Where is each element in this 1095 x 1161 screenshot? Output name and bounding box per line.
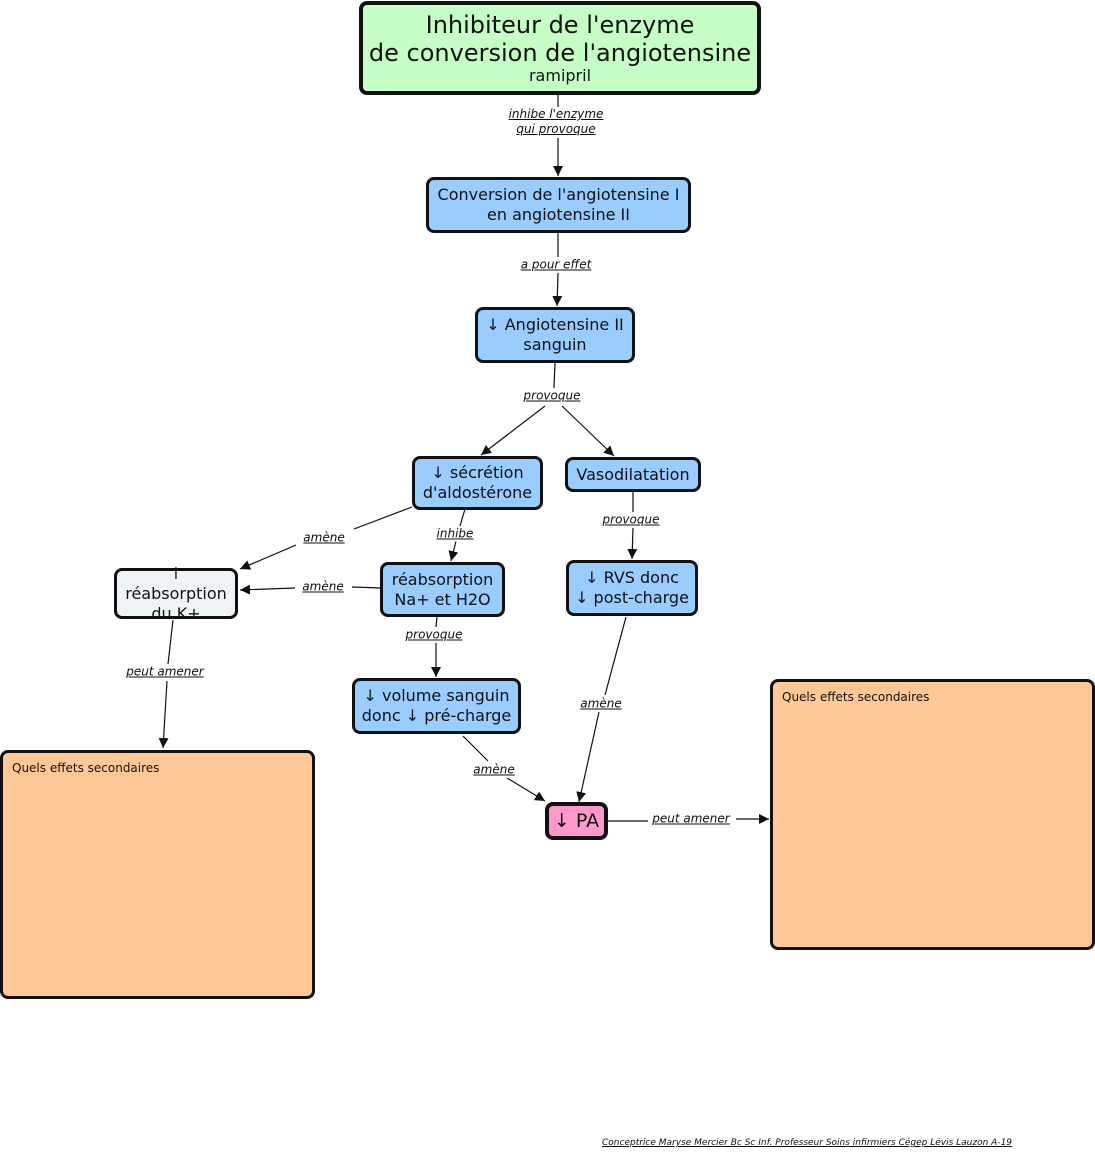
ace-inhibitor-node[interactable]: Inhibiteur de l'enzyme de conversion de … (359, 1, 761, 95)
blood-volume-node[interactable]: ↓ volume sanguin donc ↓ pré-charge (352, 678, 521, 734)
rvs-line2: ↓ post-charge (575, 588, 689, 607)
angiotensin-ii-line1: ↓ Angiotensine II (486, 315, 624, 334)
conversion-line1: Conversion de l'angiotensine I (437, 185, 680, 204)
ace-inhibitor-drug-name: ramipril (528, 66, 592, 85)
na-reabsorption-line2: Na+ et H2O (394, 589, 491, 609)
blood-volume-line2: donc ↓ pré-charge (361, 706, 512, 725)
connector (459, 508, 466, 527)
angiotensin-ii-line2: sanguin (523, 335, 587, 354)
connector-arrow (627, 527, 638, 560)
conversion-line2: en angiotensine II (487, 205, 630, 224)
connector (604, 616, 627, 696)
aldosterone-node[interactable]: ↓ sécrétion d'aldostérone (412, 456, 543, 510)
side-effects-title-right: Quels effets secondaires (782, 690, 930, 704)
angiotensin-ii-node[interactable]: ↓ Angiotensine II sanguin (475, 307, 635, 363)
link-label-peut-amener: peut amener (125, 664, 205, 680)
conversion-node[interactable]: Conversion de l'angiotensine I en angiot… (426, 177, 691, 233)
link-label-inhibe: inhibe (435, 526, 475, 542)
connector-arrow (239, 544, 297, 570)
vasodilation-label: Vasodilatation (576, 464, 690, 484)
na-reabsorption-line1: réabsorption (391, 569, 494, 589)
connector-arrow (576, 711, 600, 803)
vasodilation-node[interactable]: Vasodilatation (565, 457, 701, 492)
author-credit: Conceptrice Maryse Mercier Bc Sc Inf. Pr… (602, 1138, 1013, 1148)
k-reabsorption-node[interactable]: ↑ réabsorption du K+ (114, 564, 238, 623)
connector-arrow (239, 584, 296, 595)
aldosterone-line1: ↓ sécrétion (431, 463, 524, 482)
connector (435, 616, 438, 628)
link-label-a-pour-effet: a pour effet (519, 257, 593, 273)
side-effects-box-left[interactable]: Quels effets secondaires (0, 750, 315, 999)
connector-arrow (506, 777, 546, 802)
connector-arrow (552, 272, 563, 307)
rvs-line1: ↓ RVS donc (585, 568, 679, 587)
link-label-inhibe-enzyme-line2: qui provoque (516, 122, 596, 136)
k-reabsorption-line2: du K+ (151, 603, 201, 623)
link-label-amene: amène (301, 579, 345, 595)
pa-node[interactable]: ↓ PA (545, 802, 608, 840)
connector (462, 735, 489, 762)
link-label-inhibe-enzyme: inhibe l'enzyme qui provoque (507, 107, 605, 137)
connector (351, 586, 382, 589)
connector (553, 362, 556, 389)
link-label-provoque: provoque (404, 627, 464, 643)
na-reabsorption-node[interactable]: réabsorption Na+ et H2O (380, 562, 505, 617)
link-label-amene: amène (472, 762, 516, 778)
connector (167, 619, 174, 665)
connector-arrow (158, 680, 169, 749)
connector-arrow (561, 405, 615, 457)
connector-arrow (480, 405, 546, 456)
rvs-node[interactable]: ↓ RVS donc ↓ post-charge (566, 560, 698, 616)
blood-volume-line1: ↓ volume sanguin (363, 686, 510, 705)
ace-inhibitor-line2: de conversion de l'angiotensine (368, 39, 752, 67)
connector-arrow (448, 540, 459, 562)
aldosterone-line2: d'aldostérone (422, 483, 533, 502)
k-reabsorption-line1: ↑ réabsorption (125, 563, 227, 603)
link-label-provoque: provoque (601, 512, 661, 528)
connector (353, 506, 413, 530)
pa-label: ↓ PA (553, 810, 600, 832)
link-label-amene: amène (302, 530, 346, 546)
link-label-provoque: provoque (522, 388, 582, 404)
link-label-peut-amener: peut amener (651, 811, 731, 827)
ace-inhibitor-line1: Inhibiteur de l'enzyme (425, 11, 695, 39)
side-effects-title-left: Quels effets secondaires (12, 761, 160, 775)
side-effects-box-right[interactable]: Quels effets secondaires (770, 679, 1095, 950)
link-label-amene: amène (579, 696, 623, 712)
link-label-inhibe-enzyme-line1: inhibe l'enzyme (508, 107, 604, 121)
